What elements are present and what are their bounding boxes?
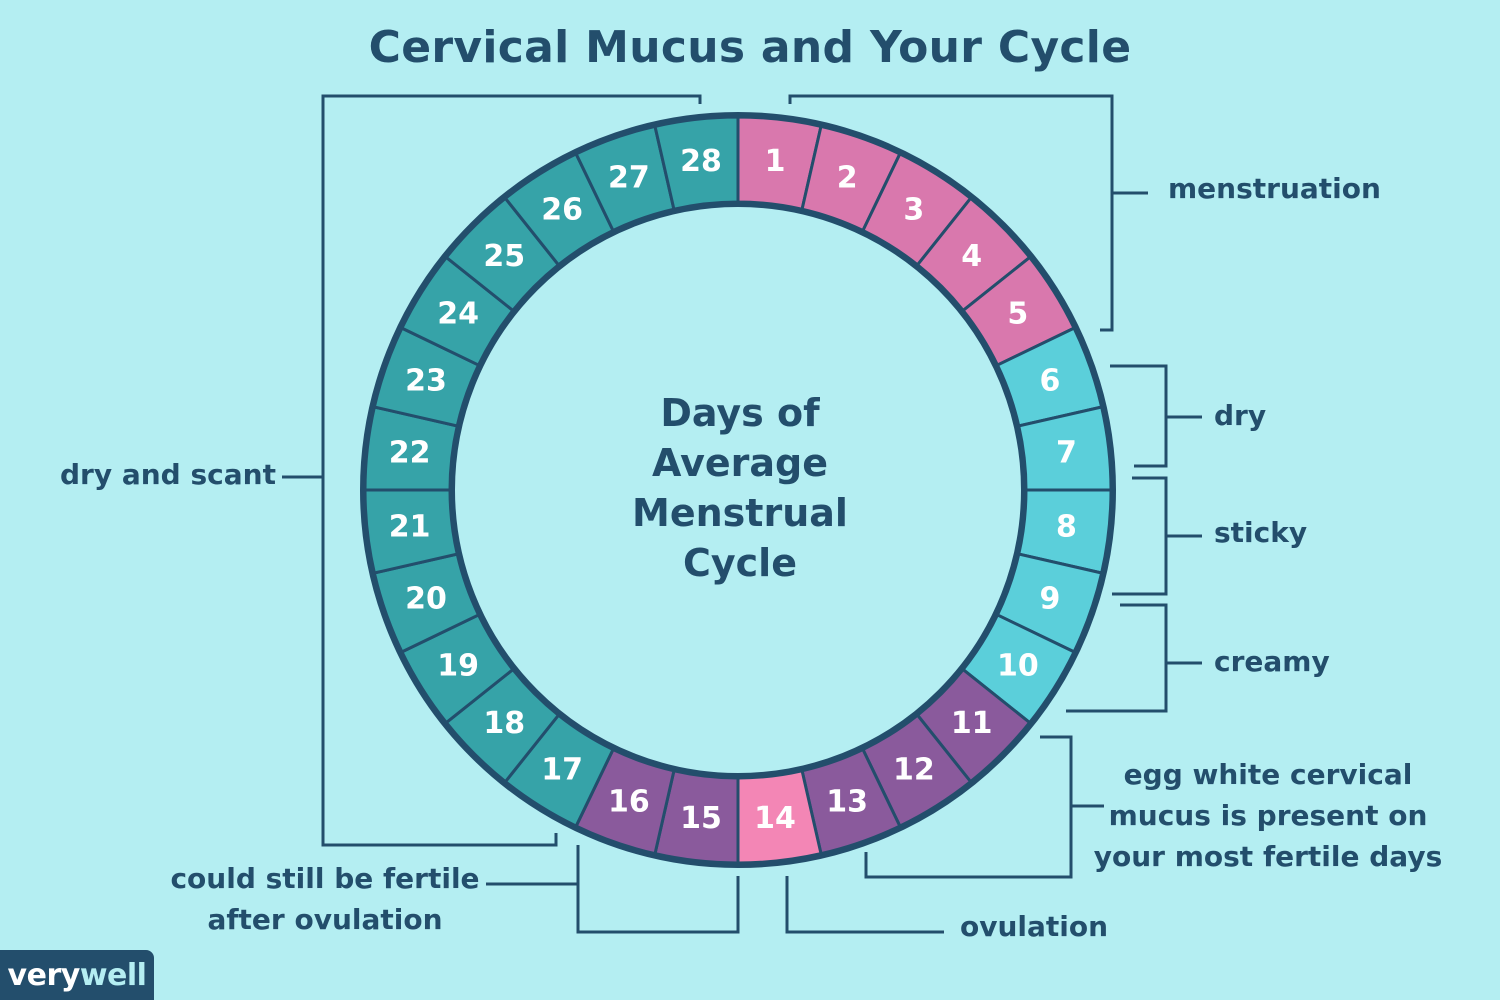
- day-number: 19: [437, 648, 479, 683]
- bracket-line: [785, 876, 944, 934]
- label-line: your most fertile days: [1093, 840, 1443, 873]
- day-number: 1: [765, 144, 786, 179]
- label-egg-white: egg white cervical mucus is present on y…: [1090, 754, 1446, 877]
- label-ovulation: ovulation: [960, 910, 1109, 943]
- page-title: Cervical Mucus and Your Cycle: [368, 22, 1132, 73]
- day-number: 21: [389, 510, 431, 545]
- label-line: egg white cervical: [1123, 758, 1413, 791]
- day-number: 14: [754, 801, 796, 836]
- day-number: 2: [837, 161, 858, 196]
- label-dry-scant: dry and scant: [60, 458, 276, 491]
- day-number: 16: [608, 784, 650, 819]
- day-number: 6: [1040, 363, 1061, 398]
- day-number: 28: [680, 144, 722, 179]
- day-number: 20: [405, 582, 447, 617]
- label-sticky: sticky: [1214, 516, 1308, 549]
- center-label-line: Cycle: [683, 541, 797, 585]
- day-number: 10: [997, 648, 1039, 683]
- bracket-line: [321, 94, 702, 847]
- day-number: 17: [541, 752, 583, 787]
- bracket-line: [1112, 476, 1168, 596]
- label-dry: dry: [1214, 399, 1267, 432]
- day-number: 4: [961, 239, 982, 274]
- bracket-line: [788, 94, 1114, 332]
- bracket-line: [864, 735, 1073, 879]
- day-number: 8: [1056, 510, 1077, 545]
- day-number: 12: [893, 752, 935, 787]
- logo-text: well: [79, 957, 147, 993]
- center-label-line: Days of: [660, 391, 820, 435]
- day-number: 27: [608, 161, 650, 196]
- day-number: 3: [903, 193, 924, 228]
- day-number: 18: [483, 706, 525, 741]
- bracket-line: [1066, 603, 1168, 713]
- label-line: mucus is present on: [1108, 799, 1428, 832]
- day-number: 22: [389, 435, 431, 470]
- logo-text: very: [7, 957, 81, 993]
- day-number: 9: [1040, 582, 1061, 617]
- center-label: Days of Average Menstrual Cycle: [560, 388, 920, 588]
- day-number: 15: [680, 801, 722, 836]
- label-line: after ovulation: [207, 903, 443, 936]
- phase-brackets: [282, 94, 1202, 934]
- label-post-ovulation: could still be fertile after ovulation: [160, 858, 490, 940]
- bracket-line: [576, 845, 740, 934]
- day-number: 24: [437, 297, 479, 332]
- label-menstruation: menstruation: [1168, 172, 1381, 205]
- day-number: 26: [541, 193, 583, 228]
- day-segment: [653, 115, 740, 212]
- bracket-line: [1110, 364, 1168, 468]
- label-line: could still be fertile: [170, 862, 480, 895]
- day-number: 5: [1007, 297, 1028, 332]
- day-number: 13: [826, 784, 868, 819]
- center-label-line: Average: [652, 441, 828, 485]
- day-number: 7: [1056, 435, 1077, 470]
- day-number: 25: [483, 239, 525, 274]
- day-number: 23: [405, 363, 447, 398]
- day-number: 11: [951, 706, 993, 741]
- center-label-line: Menstrual: [632, 491, 848, 535]
- label-creamy: creamy: [1214, 645, 1330, 678]
